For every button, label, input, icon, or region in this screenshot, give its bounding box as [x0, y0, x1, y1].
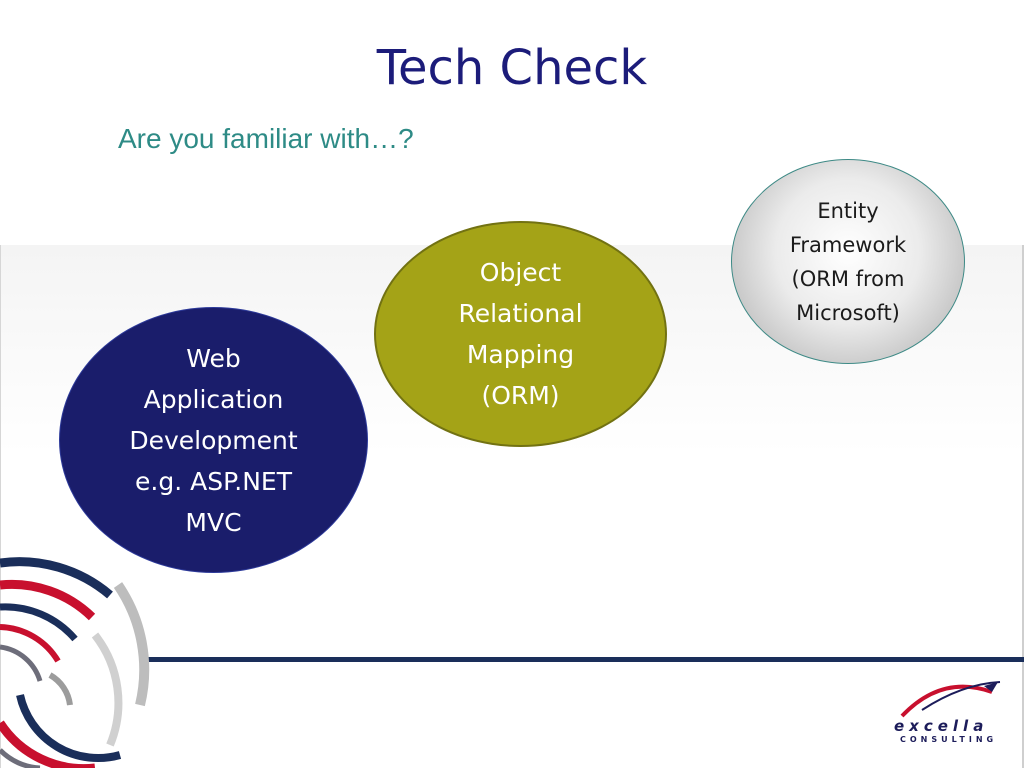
excella-logo-wordmark: excella: [894, 717, 989, 735]
decorative-swirl-icon: [0, 557, 150, 768]
panel-right-edge: [1022, 245, 1024, 768]
slide-subtitle: Are you familiar with…?: [118, 123, 414, 154]
excella-swoosh-icon: [900, 681, 1001, 718]
bubble-ef-label: Entity Framework (ORM from Microsoft): [789, 198, 907, 325]
bubble-object-relational-mapping: Object Relational Mapping (ORM): [374, 221, 667, 447]
slide-title: Tech Check: [376, 40, 648, 96]
footer-rule: [145, 657, 1024, 662]
panel-left-edge: [0, 245, 1, 768]
bubble-entity-framework: Entity Framework (ORM from Microsoft): [731, 159, 965, 364]
bubble-web-application-development: Web Application Development e.g. ASP.NET…: [59, 307, 368, 573]
bubble-web-label: Web Application Development e.g. ASP.NET…: [129, 343, 298, 537]
excella-logo-tagline: CONSULTING: [900, 735, 998, 744]
bubble-orm-label: Object Relational Mapping (ORM): [458, 258, 583, 410]
